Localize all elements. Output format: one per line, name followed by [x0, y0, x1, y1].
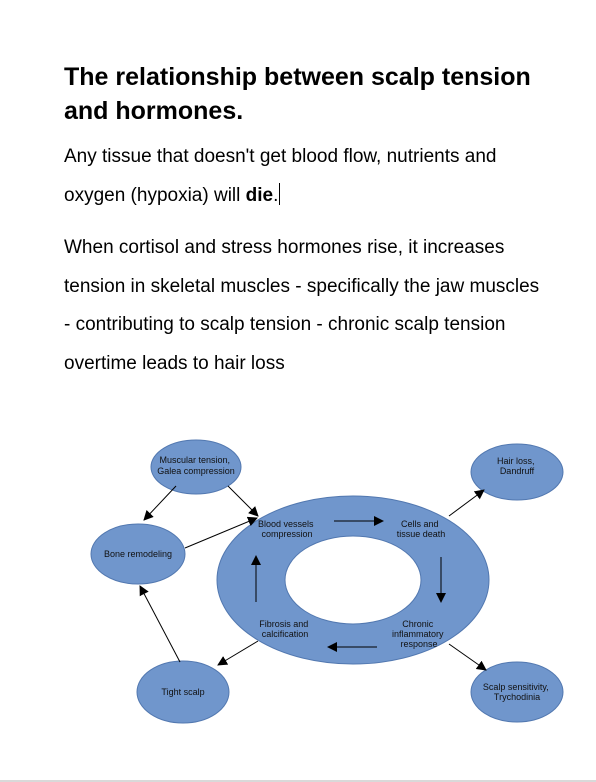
label-muscular-tension: Muscular tension, Galea compression [157, 455, 235, 476]
paragraph-cortisol: When cortisol and stress hormones rise, … [64, 237, 540, 374]
label-cells-death: Cells and tissue death [397, 519, 446, 539]
arrow-bone-to-blood [184, 516, 258, 549]
page-bottom-border [0, 780, 596, 782]
label-hair-loss: Hair loss, Dandruff [497, 456, 537, 476]
label-fibrosis: Fibrosis and calcification [259, 619, 311, 639]
arrow-tight-to-bone [139, 585, 181, 663]
node-tight-scalp [136, 660, 230, 724]
paragraph-hypoxia-end: . [273, 184, 279, 206]
label-chronic-inflammatory: Chronic inflammatory response [392, 619, 446, 649]
label-bone-remodeling: Bone remodeling [104, 549, 172, 559]
node-hair-loss [470, 443, 564, 501]
arrow-cells-to-hair [448, 489, 485, 517]
label-tight-scalp: Tight scalp [161, 687, 204, 697]
arrow-fibrosis-to-tight [217, 640, 259, 666]
label-scalp-sensitivity: Scalp sensitivity, Trychodinia [483, 682, 551, 702]
node-scalp-sensitivity [470, 661, 564, 723]
arrow-muscle-to-blood [227, 485, 259, 517]
page-title: The relationship between scalp tension a… [64, 63, 531, 125]
paragraph-hypoxia: Any tissue that doesn't get blood flow, … [64, 138, 544, 215]
label-blood-vessels: Blood vessels compression [258, 519, 316, 539]
arrow-inflammatory-to-sensitivity [448, 643, 487, 671]
arrow-muscle-to-bone [143, 485, 177, 521]
node-bone-remodeling [90, 523, 186, 585]
text-cursor [279, 182, 281, 205]
paragraph-hypoxia-text: Any tissue that doesn't get blood flow, … [64, 146, 497, 206]
paragraph-hypoxia-bold: die [245, 184, 274, 206]
node-muscular-tension [150, 439, 242, 495]
scalp-tension-cycle-diagram: Muscular tension, Galea compression Bone… [90, 439, 564, 724]
cycle-ring [216, 495, 490, 665]
